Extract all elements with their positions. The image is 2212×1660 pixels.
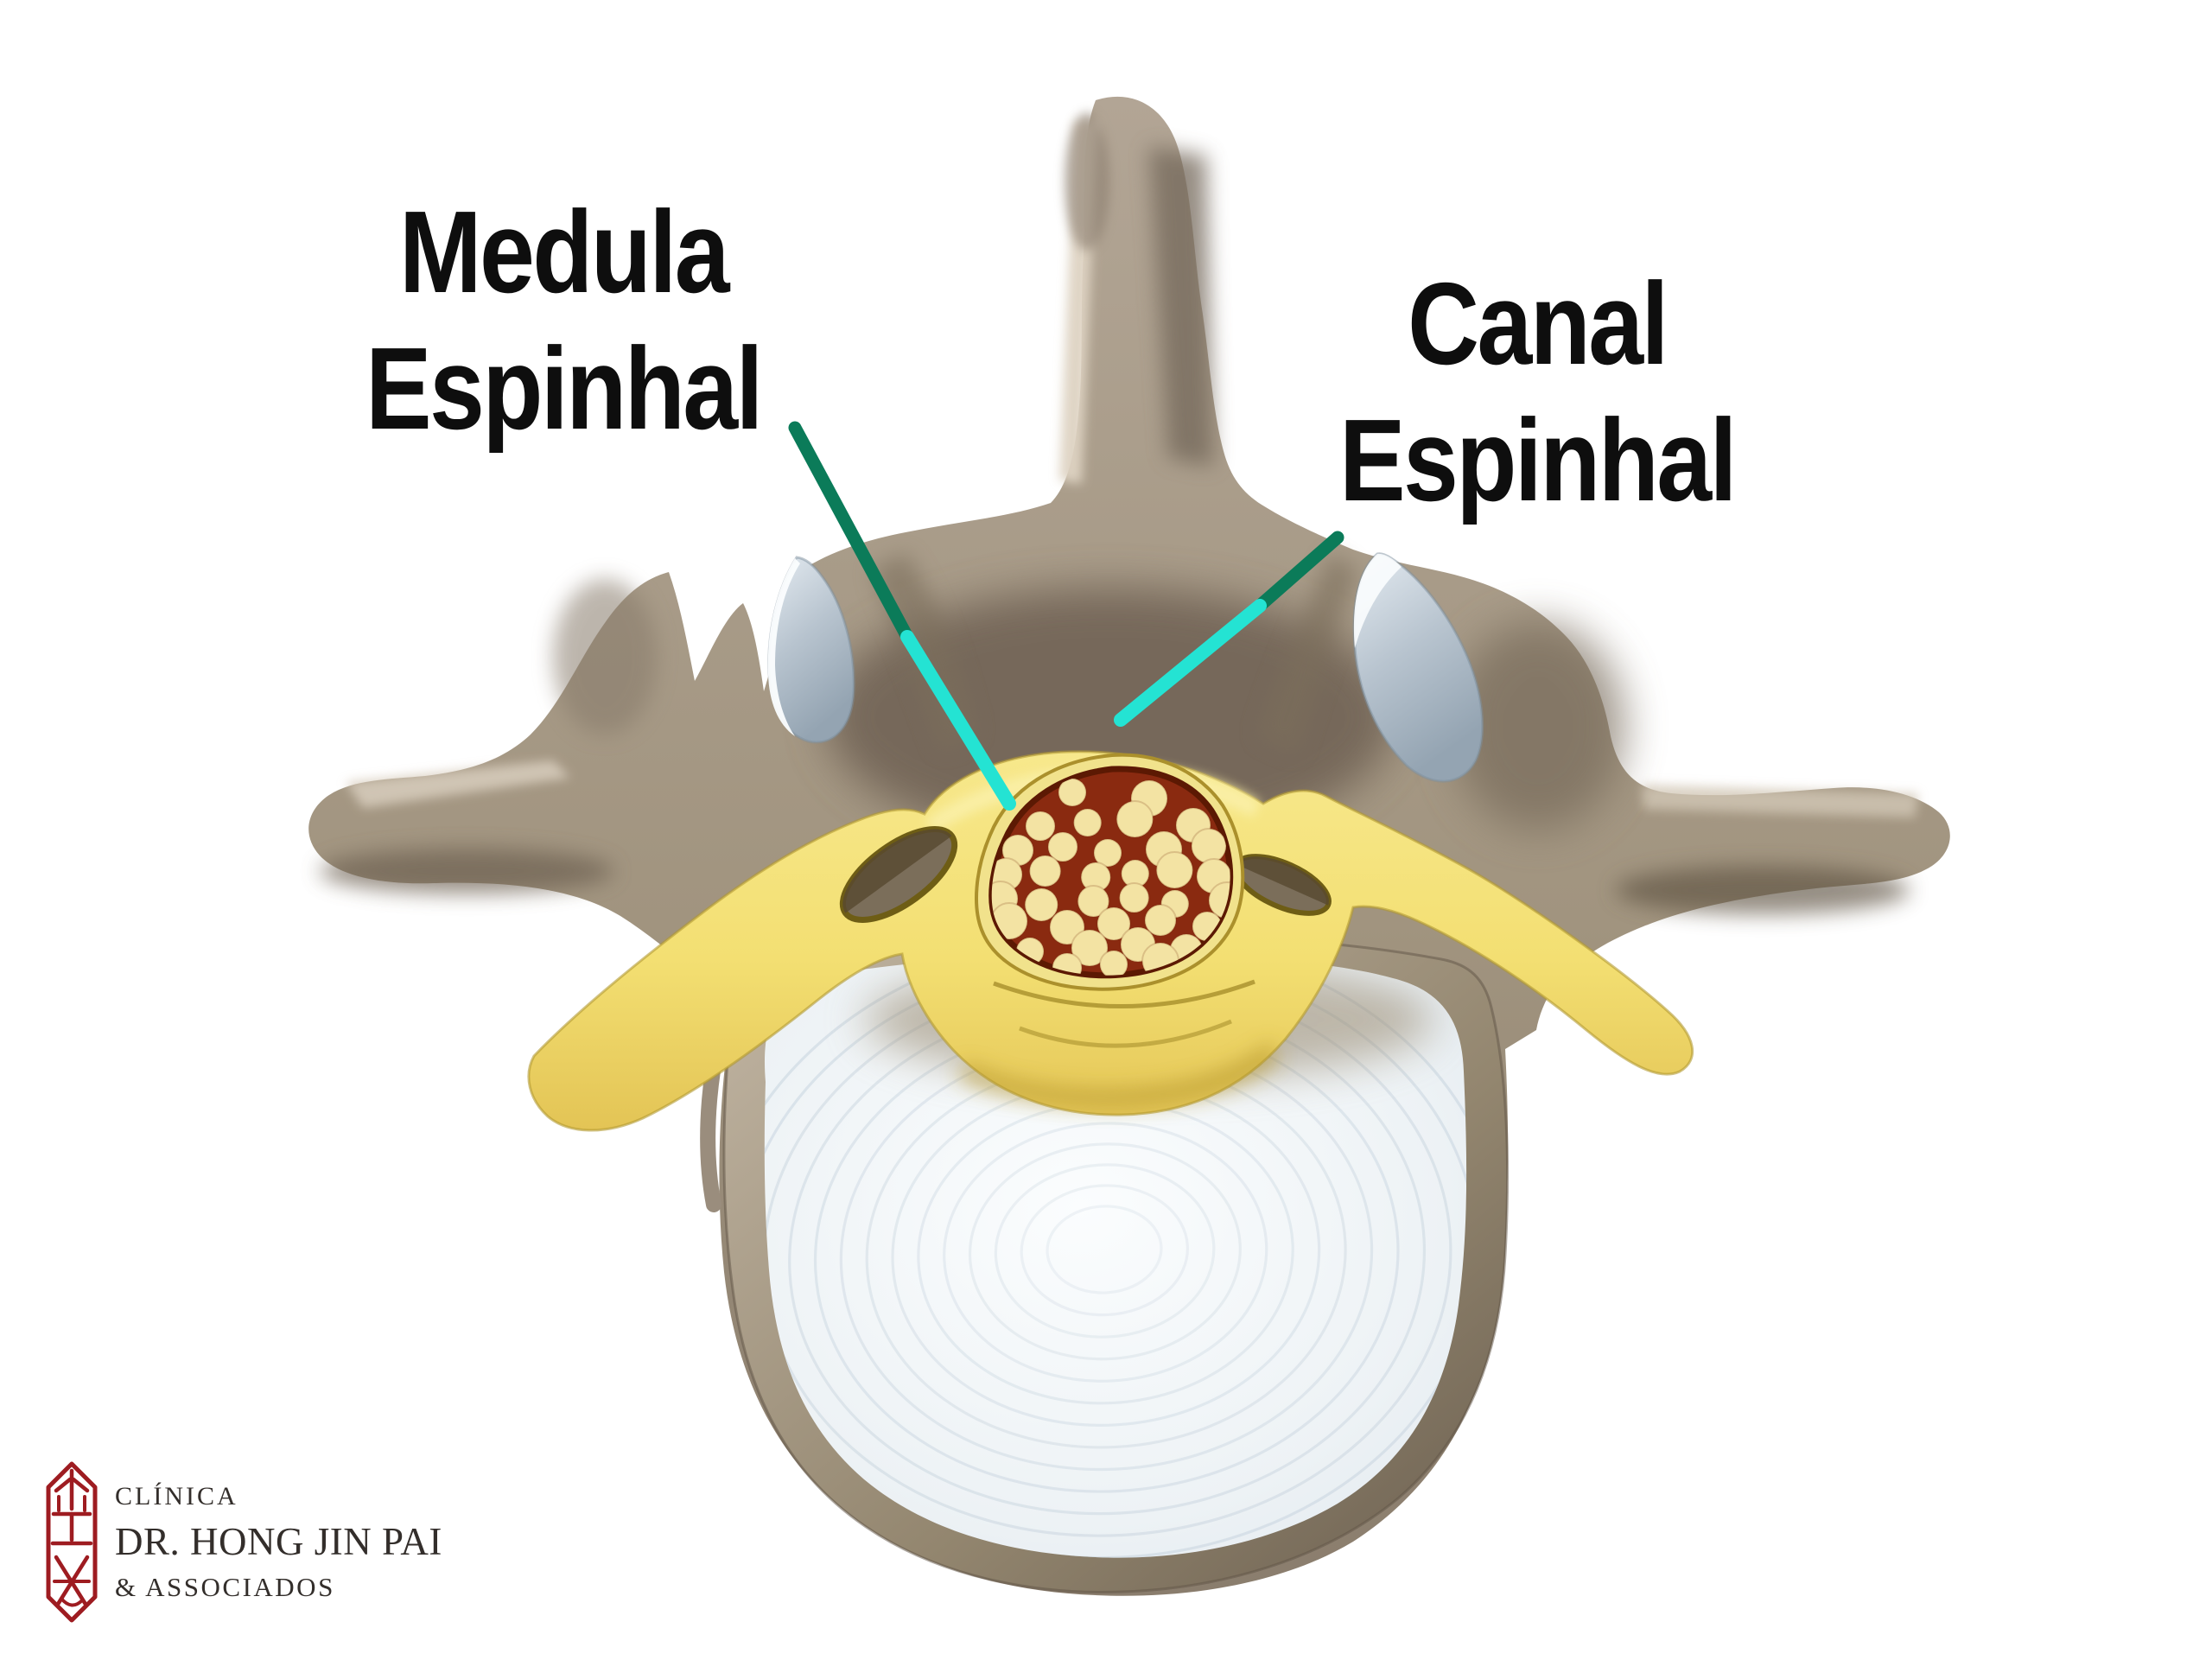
facet-right (1352, 552, 1484, 783)
bone-shading (320, 112, 1918, 914)
intervertebral-disc (764, 954, 1467, 1558)
label-medula-line1: Medula (398, 187, 730, 317)
label-canal-line1: Canal (1408, 258, 1669, 389)
logo-associates-line: & ASSOCIADOS (115, 1572, 335, 1602)
label-medula-line2: Espinhal (365, 323, 763, 454)
label-canal-espinhal: Canal Espinhal (1339, 256, 1737, 529)
logo-doctor-name: DR. HONG JIN PAI (115, 1520, 442, 1563)
label-canal-line2: Espinhal (1339, 395, 1737, 525)
facet-right-highlight (1354, 553, 1402, 648)
facet-left-highlight (767, 558, 800, 736)
label-medula-espinhal: Medula Espinhal (365, 184, 763, 457)
foramen-left (839, 826, 958, 923)
logo-clinic-line: CLÍNICA (115, 1482, 238, 1511)
clinic-seal-icon (46, 1461, 98, 1623)
articular-facets (767, 552, 1484, 783)
leader-line-canal (1114, 531, 1344, 727)
leader-line-medula (788, 421, 1016, 811)
clinic-logo: CLÍNICA DR. HONG JIN PAI & ASSOCIADOS (43, 1460, 442, 1625)
nerve-fascicles (991, 778, 1230, 976)
spinal-cord-cross-section (975, 753, 1245, 991)
